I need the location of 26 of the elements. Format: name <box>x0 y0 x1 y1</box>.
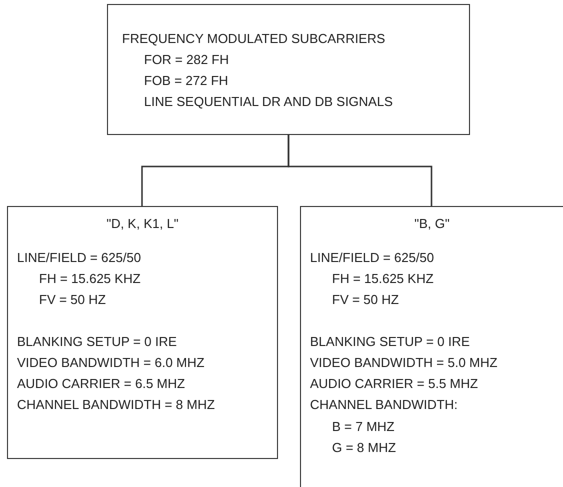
text-line: LINE/FIELD = 625/50 <box>310 250 434 266</box>
connector-line <box>288 135 432 206</box>
text-line: B = 7 MHZ <box>332 419 394 435</box>
text-line: LINE SEQUENTIAL DR AND DB SIGNALS <box>144 94 393 110</box>
text-line: FREQUENCY MODULATED SUBCARRIERS <box>122 31 386 47</box>
text-line: BLANKING SETUP = 0 IRE <box>17 334 177 350</box>
text-line: FH = 15.625 KHZ <box>332 271 434 287</box>
text-line: LINE/FIELD = 625/50 <box>17 250 141 266</box>
text-line: VIDEO BANDWIDTH = 5.0 MHZ <box>310 355 498 371</box>
text-box <box>107 4 470 135</box>
text-line: FH = 15.625 KHZ <box>39 271 141 287</box>
text-line: AUDIO CARRIER = 6.5 MHZ <box>17 376 185 392</box>
text-box <box>300 206 563 487</box>
text-line: VIDEO BANDWIDTH = 6.0 MHZ <box>17 355 204 371</box>
text-line: CHANNEL BANDWIDTH = 8 MHZ <box>17 397 215 413</box>
text-line: AUDIO CARRIER = 5.5 MHZ <box>310 376 478 392</box>
box-title: "D, K, K1, L" <box>105 216 180 232</box>
text-line: FOR = 282 FH <box>144 52 229 68</box>
text-line: BLANKING SETUP = 0 IRE <box>310 334 470 350</box>
box-title: "B, G" <box>413 216 451 232</box>
text-line: FV = 50 HZ <box>332 292 399 308</box>
text-box <box>7 206 278 459</box>
text-line: G = 8 MHZ <box>332 440 396 456</box>
text-line: CHANNEL BANDWIDTH: <box>310 397 458 413</box>
text-line: FV = 50 HZ <box>39 292 106 308</box>
text-line: FOB = 272 FH <box>144 73 228 89</box>
